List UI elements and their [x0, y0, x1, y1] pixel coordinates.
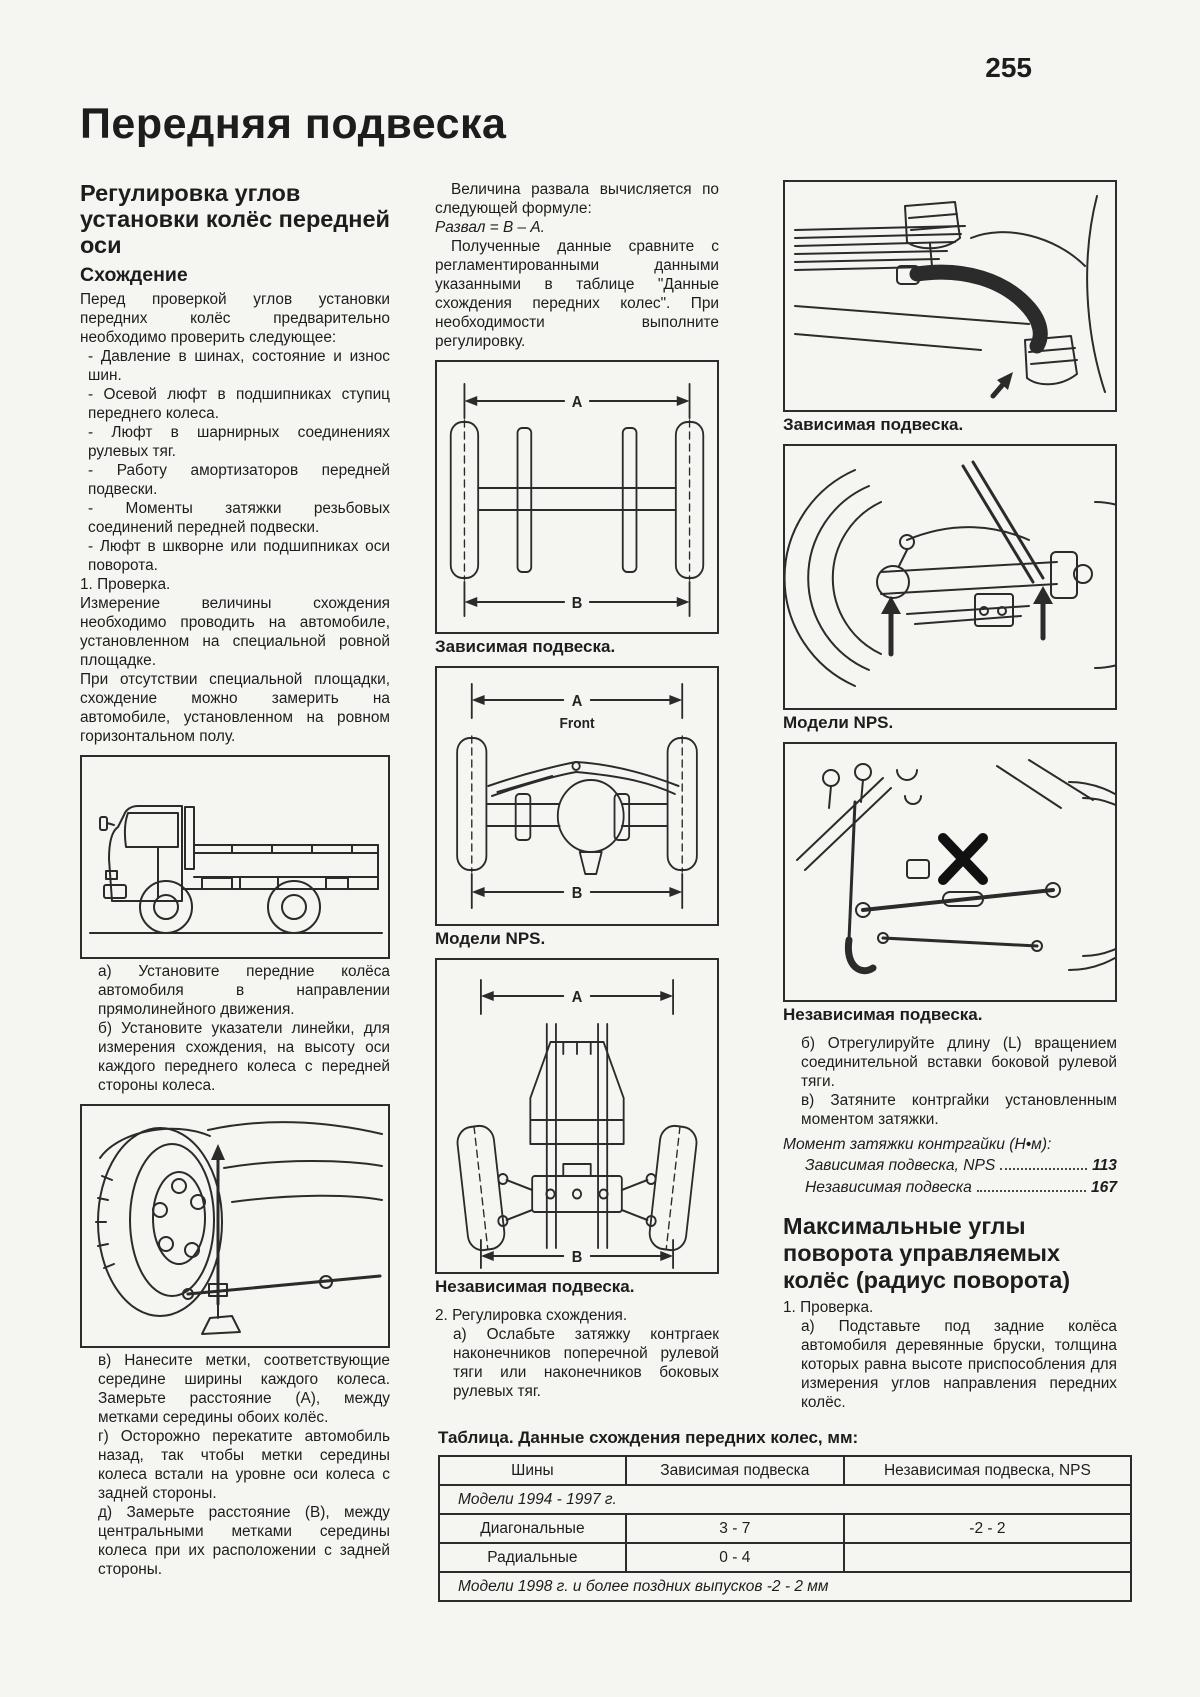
check-label: 1. Проверка. — [783, 1299, 874, 1316]
table-cell: Диагональные — [438, 1513, 627, 1544]
table-title: Таблица. Данные схождения передних колес… — [438, 1428, 859, 1447]
checklist-item: - Люфт в шарнирных соединениях рулевых т… — [88, 424, 390, 460]
intro-paragraph: Перед проверкой углов установки передних… — [80, 291, 390, 346]
checklist-item: - Работу амортизаторов передней подвески… — [88, 462, 390, 498]
tie-rod-end-illustration — [783, 180, 1117, 412]
truck-illustration — [80, 755, 390, 959]
subsection-heading: Схождение — [80, 264, 188, 286]
table-group-cell: Модели 1998 г. и более поздних выпусков … — [438, 1571, 1132, 1602]
toe-table: Шины Зависимая подвеска Независимая подв… — [438, 1455, 1133, 1602]
figure-caption: Независимая подвеска. — [435, 1277, 635, 1296]
dim-label-a: A — [572, 393, 583, 411]
table-cell: 3 - 7 — [624, 1513, 845, 1544]
dot-leader — [976, 1190, 1086, 1192]
figure-caption: Зависимая подвеска. — [435, 637, 616, 656]
table-cell — [842, 1542, 1133, 1573]
middle-column: Величина развала вычисляется по следующе… — [435, 180, 719, 1401]
section-heading: Максимальные углы поворота управляемых к… — [783, 1213, 1071, 1293]
dim-label-a: A — [572, 692, 583, 710]
torque-value: 167 — [1090, 1179, 1117, 1196]
camber-formula: Развал = В – А. — [435, 219, 545, 236]
front-label: Front — [559, 715, 594, 732]
checklist-item: - Осевой люфт в подшипниках ступиц перед… — [88, 386, 390, 422]
left-column: Регулировка углов установки колёс передн… — [80, 180, 390, 1579]
step-b: б) Установите указатели линейки, для изм… — [98, 1020, 390, 1094]
step-a: а) Ослабьте затяжку контргаек наконечник… — [453, 1326, 719, 1400]
right-column: Зависимая подвеска. — [783, 180, 1117, 1412]
dim-label-b: B — [572, 594, 583, 612]
torque-spec: Момент затяжки контргайки (Н•м): Зависим… — [783, 1134, 1117, 1199]
torque-spec-title: Момент затяжки контргайки (Н•м): — [783, 1136, 1052, 1153]
torque-value: 113 — [1092, 1157, 1117, 1174]
step-d: д) Замерьте расстояние (В), между центра… — [98, 1504, 390, 1578]
step-v: в) Нанесите метки, соответствующие серед… — [98, 1352, 390, 1426]
table-group-row: Модели 1994 - 1997 г. — [438, 1484, 1132, 1515]
check-label: 1. Проверка. — [80, 576, 171, 593]
table-row: Диагональные 3 - 7 -2 - 2 — [438, 1513, 1133, 1544]
checklist-item: - Давление в шинах, состояние и износ ши… — [88, 348, 390, 384]
wheel-measurement-illustration — [80, 1104, 390, 1348]
figure-caption: Модели NPS. — [435, 929, 546, 948]
torque-label: Независимая подвеска — [805, 1179, 972, 1196]
table-header-cell: Независимая подвеска, NPS — [842, 1455, 1133, 1486]
step-b: б) Отрегулируйте длину (L) вращением сое… — [801, 1035, 1117, 1090]
table-group-cell: Модели 1994 - 1997 г. — [438, 1484, 1132, 1515]
torque-spec-row: Зависимая подвеска, NPS 113 — [783, 1155, 1117, 1177]
step-v: в) Затяните контргайки установленным мом… — [801, 1092, 1117, 1128]
table-header-row: Шины Зависимая подвеска Независимая подв… — [438, 1455, 1133, 1486]
toe-data-table-block: Таблица. Данные схождения передних колес… — [438, 1428, 1133, 1602]
figure-caption: Независимая подвеска. — [783, 1005, 983, 1024]
step-g: г) Осторожно перекатите автомобиль назад… — [98, 1428, 390, 1502]
table-group-row: Модели 1998 г. и более поздних выпусков … — [438, 1571, 1132, 1602]
page-number: 255 — [985, 52, 1032, 83]
step-a: а) Подставьте под задние колёса автомоби… — [801, 1318, 1117, 1411]
dim-label-a: A — [572, 988, 583, 1006]
independent-linkage-illustration — [783, 742, 1117, 1002]
dot-leader — [1000, 1168, 1088, 1170]
page-title: Передняя подвеска — [80, 100, 507, 148]
independent-suspension-diagram: A B — [435, 958, 719, 1274]
torque-spec-row: Независимая подвеска 167 — [783, 1177, 1117, 1199]
table-cell: Радиальные — [438, 1542, 627, 1573]
section-heading: Регулировка углов установки колёс передн… — [80, 180, 390, 258]
paragraph: При отсутствии специальной площадки, схо… — [80, 671, 390, 745]
paragraph: Величина развала вычисляется по следующе… — [435, 181, 719, 217]
dim-label-b: B — [572, 884, 583, 902]
adjustment-label: 2. Регулировка схождения. — [435, 1307, 628, 1324]
figure-caption: Зависимая подвеска. — [783, 415, 964, 434]
table-header-cell: Шины — [438, 1455, 627, 1486]
table-cell: -2 - 2 — [842, 1513, 1133, 1544]
table-cell: 0 - 4 — [624, 1542, 845, 1573]
step-a: а) Установите передние колёса автомобиля… — [98, 963, 390, 1018]
table-header-cell: Зависимая подвеска — [624, 1455, 845, 1486]
table-row: Радиальные 0 - 4 — [438, 1542, 1133, 1573]
figure-caption: Модели NPS. — [783, 713, 894, 732]
nps-axle-illustration — [783, 444, 1117, 710]
checklist-item: - Моменты затяжки резьбовых соединений п… — [88, 500, 390, 536]
checklist-item: - Люфт в шкворне или подшипниках оси пов… — [88, 538, 390, 574]
paragraph: Полученные данные сравните с регламентир… — [435, 238, 719, 350]
nps-suspension-diagram: A Front B — [435, 666, 719, 926]
torque-label: Зависимая подвеска, NPS — [805, 1157, 996, 1174]
dependent-suspension-diagram: A B — [435, 360, 719, 634]
paragraph: Измерение величины схождения необходимо … — [80, 595, 390, 669]
dim-label-b: B — [572, 1248, 583, 1266]
